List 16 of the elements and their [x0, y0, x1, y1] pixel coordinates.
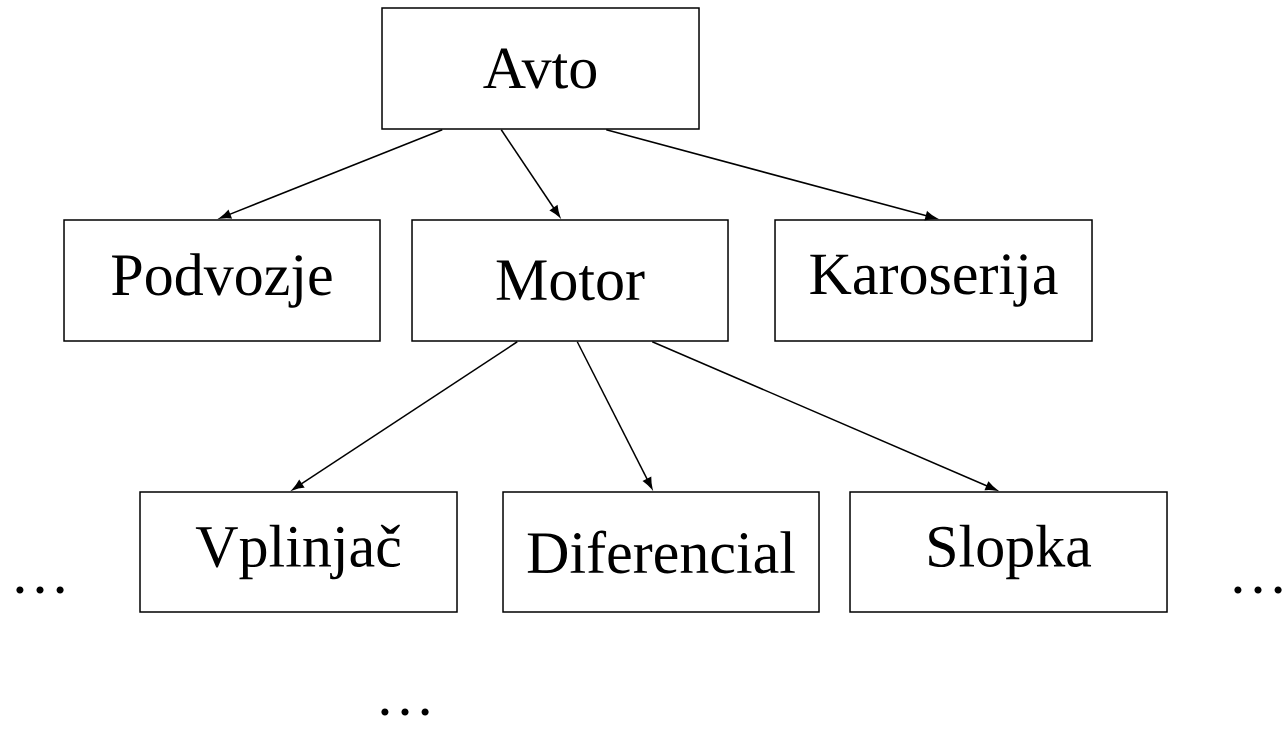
- arrow: [605, 129, 937, 221]
- box: Karoserija: [774, 219, 1093, 342]
- box: Vplinjač: [139, 491, 458, 613]
- ellipsis: …: [16, 586, 64, 594]
- ellipsis: …: [1234, 586, 1282, 594]
- arrow: [651, 341, 998, 491]
- box: Avto: [381, 7, 700, 130]
- box: Motor: [411, 219, 729, 342]
- box: Slopka: [849, 491, 1168, 613]
- arrow: [576, 341, 653, 490]
- box: Podvozje: [63, 219, 381, 342]
- arrow: [292, 341, 518, 491]
- box: Diferencial: [502, 491, 820, 613]
- arrow: [500, 129, 561, 218]
- ellipsis: …: [381, 708, 429, 716]
- arrow: [219, 129, 443, 219]
